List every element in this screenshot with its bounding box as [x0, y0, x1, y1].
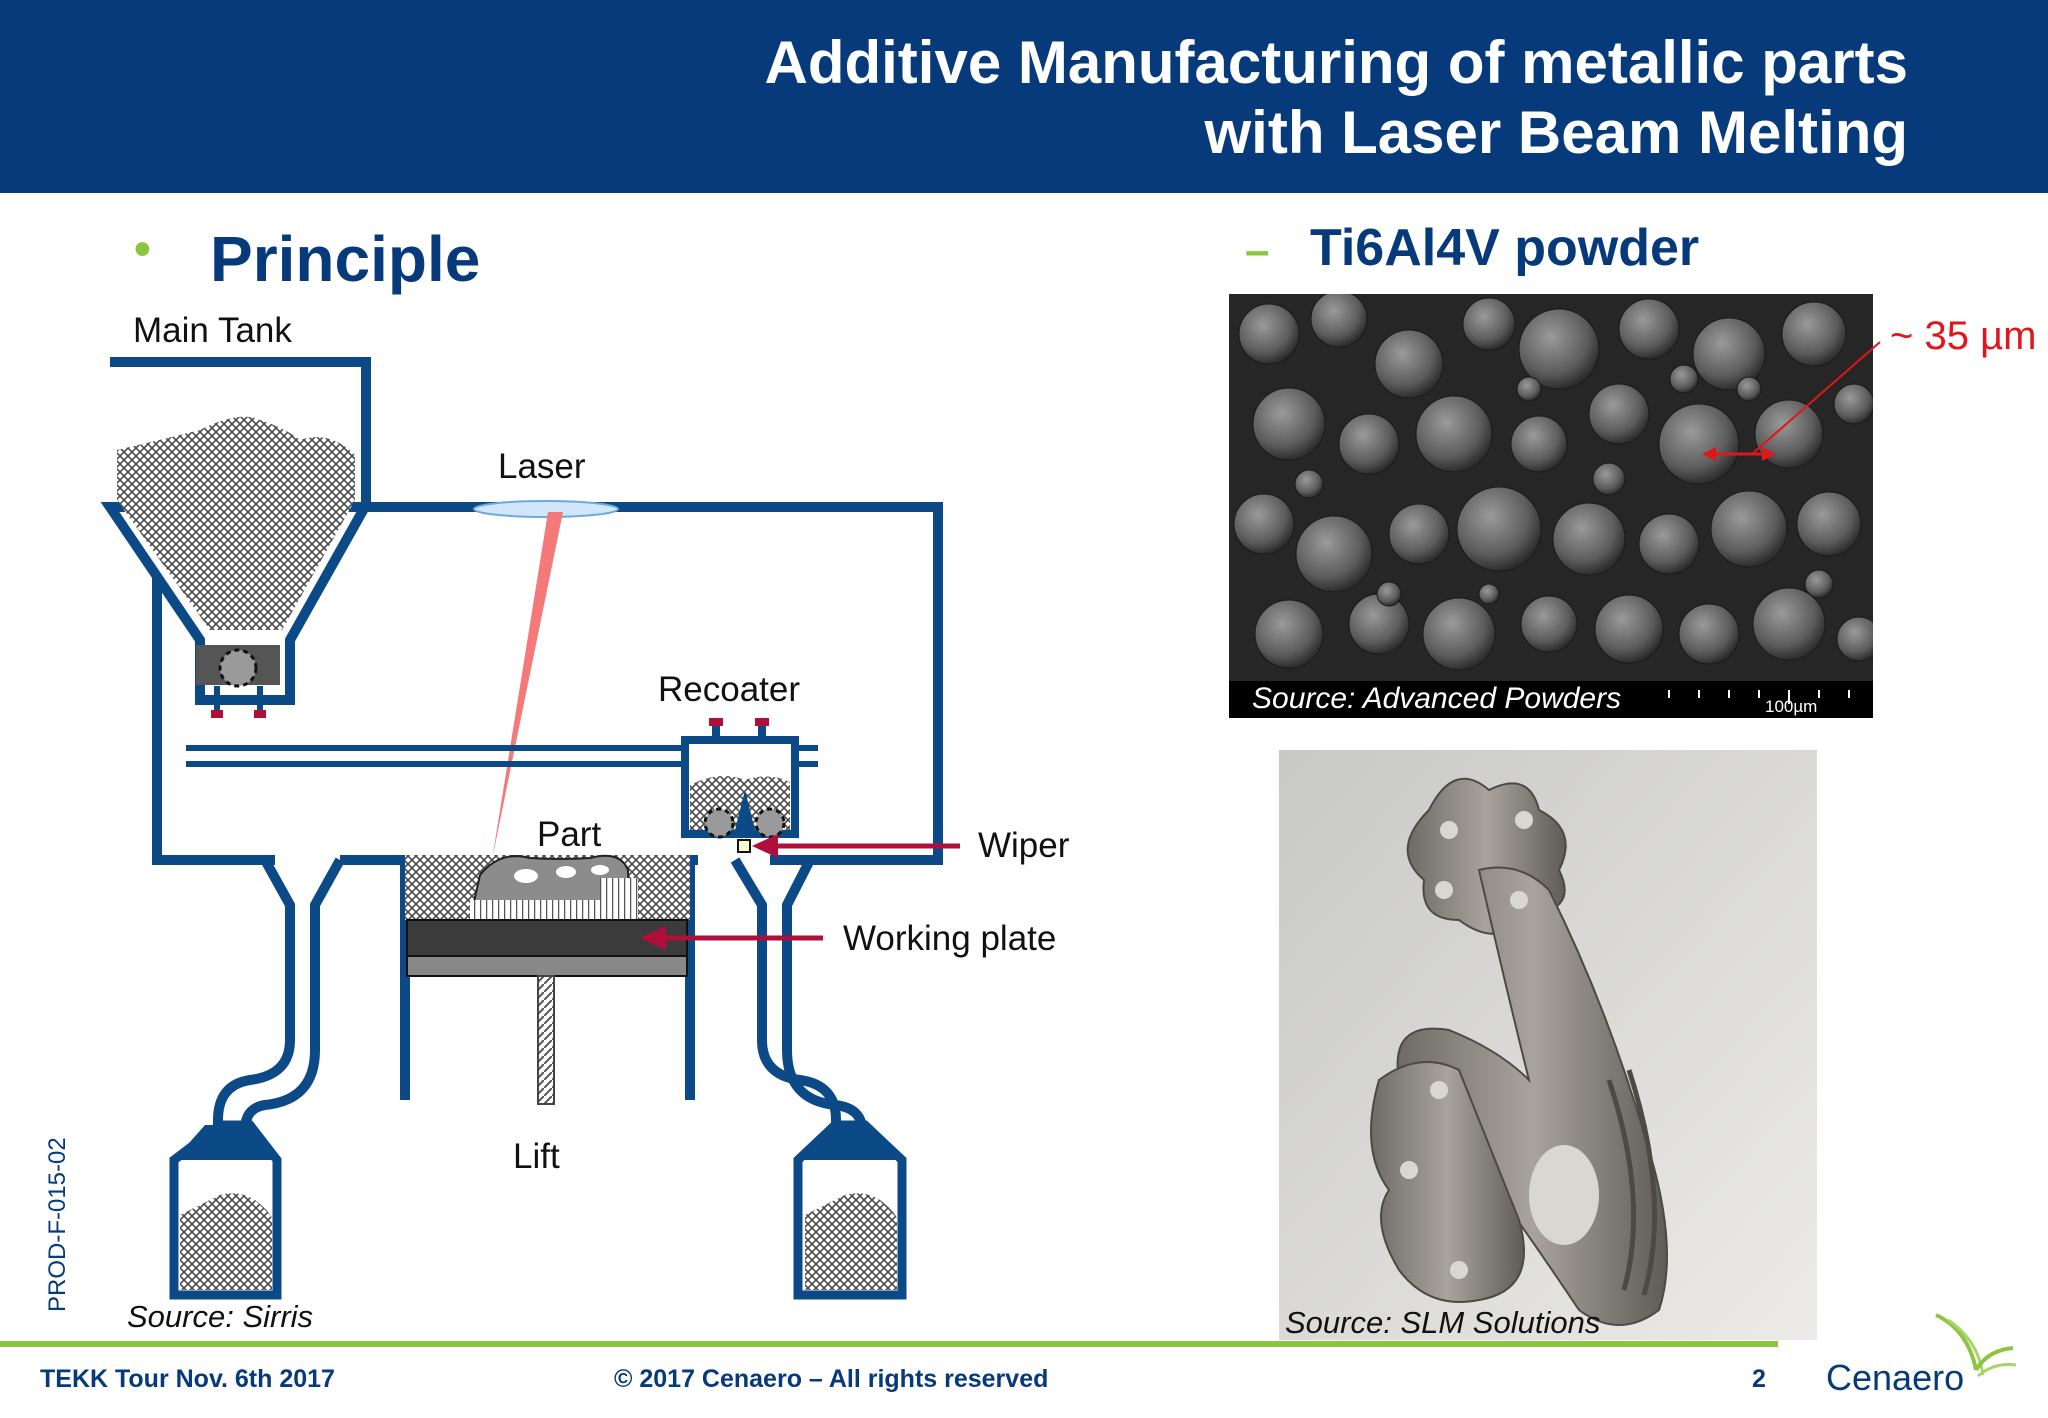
- powder-particle: [1510, 415, 1568, 473]
- powder-source: Source: Advanced Powders: [1252, 682, 1621, 715]
- main-tank-label: Main Tank: [133, 311, 292, 350]
- powder-particle: [1594, 594, 1664, 664]
- powder-heading: Ti6Al4V powder: [1310, 219, 1700, 277]
- powder-particle: [1836, 616, 1873, 662]
- lbm-principle-diagram: Main Tank Laser Recoater Part Wiper Work…: [100, 311, 1070, 1334]
- powder-particle: [1754, 399, 1824, 469]
- powder-particle: [1736, 376, 1762, 402]
- powder-spheres: [1233, 294, 1873, 671]
- dispenser-ball: [218, 648, 258, 688]
- recoater-label: Recoater: [658, 670, 800, 709]
- powder-particle: [1520, 595, 1578, 653]
- powder-particle: [1238, 303, 1300, 365]
- recoater: [681, 718, 799, 839]
- printed-part: [468, 854, 638, 921]
- powder-particle: [1678, 603, 1740, 665]
- wiper-label: Wiper: [978, 826, 1070, 865]
- footer-event: TEKK Tour Nov. 6th 2017: [40, 1365, 335, 1393]
- powder-particle: [1388, 503, 1450, 565]
- powder-particle: [1796, 491, 1862, 557]
- slide-title: Additive Manufacturing of metallic parts…: [765, 28, 1909, 168]
- powder-particle: [1295, 515, 1373, 593]
- left-collector-tank: [169, 1120, 282, 1300]
- powder-particle: [1422, 597, 1496, 671]
- plate-base: [406, 955, 688, 977]
- powder-particle: [1518, 308, 1600, 390]
- wiper-arrow: [752, 834, 960, 858]
- footer-divider: [0, 1341, 1778, 1347]
- slide-title-line-1: Additive Manufacturing of metallic parts: [764, 29, 1909, 96]
- footer-copyright: © 2017 Cenaero – All rights reserved: [614, 1365, 1049, 1393]
- document-code: PROD-F-015-02: [44, 1137, 71, 1312]
- printed-part-photo: Source: SLM Solutions: [1279, 750, 1817, 1340]
- title-banner: Additive Manufacturing of metallic parts…: [0, 0, 2048, 193]
- powder-particle: [1804, 569, 1834, 599]
- powder-particle: [1833, 383, 1873, 425]
- powder-particle: [1592, 462, 1626, 496]
- scale-bar: [1668, 690, 1850, 704]
- powder-particle: [1781, 301, 1847, 367]
- slide-title-line-2: with Laser Beam Melting: [1204, 99, 1908, 166]
- bullet-icon: •: [134, 223, 151, 276]
- cenaero-logo-text: Cenaero: [1826, 1357, 1965, 1398]
- cenaero-logo-icon: [1935, 1313, 2017, 1378]
- powder-particle: [1462, 297, 1516, 351]
- part-label: Part: [537, 815, 601, 854]
- particle-size-label: ~ 35 µm: [1890, 314, 2037, 358]
- powder-particle: [1552, 502, 1626, 576]
- powder-particle: [1415, 395, 1493, 473]
- powder-sem-image: Source: Advanced Powders 100µm: [1229, 294, 1873, 718]
- powder-particle: [1710, 490, 1788, 568]
- right-collector-tank: [793, 1120, 907, 1300]
- laser-beam: [492, 512, 563, 860]
- lift-label: Lift: [513, 1137, 560, 1176]
- working-plate-label: Working plate: [843, 919, 1056, 958]
- powder-particle: [1374, 329, 1444, 399]
- powder-particle: [1752, 587, 1826, 661]
- principle-heading: Principle: [210, 223, 481, 295]
- powder-particle: [1376, 581, 1402, 607]
- powder-particle: [1478, 583, 1500, 605]
- powder-particle: [1456, 486, 1542, 572]
- page-number: 2: [1752, 1365, 1766, 1393]
- part-photo-source: Source: SLM Solutions: [1285, 1305, 1600, 1340]
- powder-particle: [1516, 376, 1542, 402]
- measure-annotation: [1702, 341, 1881, 461]
- working-plate-arrow: [640, 926, 823, 950]
- powder-particle: [1233, 493, 1295, 555]
- laser-window: [473, 500, 619, 518]
- powder-particle: [1338, 413, 1400, 475]
- powder-particle: [1310, 294, 1368, 348]
- powder-particle: [1348, 593, 1410, 655]
- powder-particle: [1588, 383, 1650, 445]
- powder-particle: [1658, 403, 1740, 485]
- laser-label: Laser: [498, 447, 586, 486]
- diagram-source: Source: Sirris: [127, 1299, 313, 1334]
- dash-icon: –: [1245, 226, 1270, 275]
- powder-particle: [1692, 317, 1766, 391]
- wiper-blade: [737, 839, 751, 853]
- powder-particle: [1669, 364, 1699, 394]
- lift-shaft: [537, 975, 555, 1105]
- scale-label: 100µm: [1765, 697, 1817, 716]
- main-tank-powder: [117, 416, 355, 630]
- powder-particle: [1294, 469, 1324, 499]
- powder-particle: [1638, 513, 1700, 575]
- powder-particle: [1254, 599, 1324, 669]
- powder-particle: [1618, 298, 1680, 360]
- powder-particle: [1252, 387, 1326, 461]
